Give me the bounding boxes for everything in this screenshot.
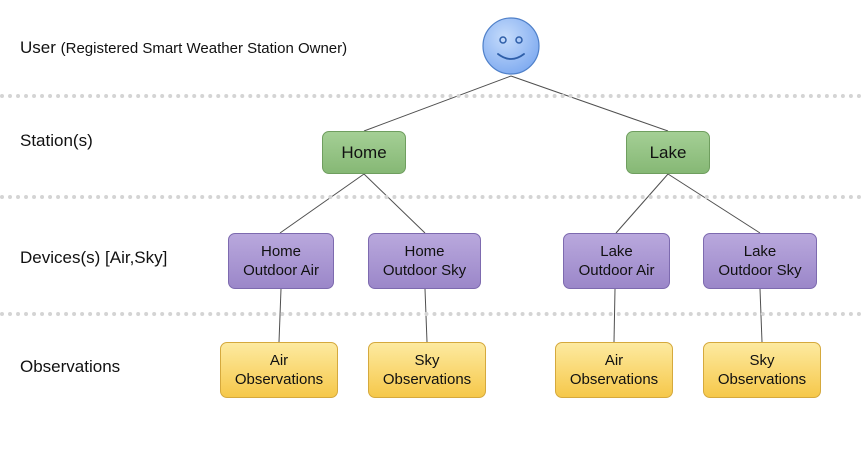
observation-label-line2: Observations <box>717 371 807 388</box>
device-label-line2: Outdoor Air <box>578 262 655 279</box>
observation-lake-sky: Sky Observations <box>703 342 821 398</box>
device-label-line2: Outdoor Sky <box>382 262 467 279</box>
row-label-user: User (Registered Smart Weather Station O… <box>20 38 347 58</box>
observation-label-line2: Observations <box>234 371 324 388</box>
edge-lake-sky <box>667 173 761 234</box>
divider-stations-devices <box>0 195 862 199</box>
device-home-outdoor-air: Home Outdoor Air <box>228 233 334 289</box>
device-label-line2: Outdoor Sky <box>718 262 802 279</box>
edge-home-air <box>279 173 365 234</box>
user-row-title: User <box>20 38 56 57</box>
device-home-outdoor-sky: Home Outdoor Sky <box>368 233 481 289</box>
row-label-devices: Devices(s) [Air,Sky] <box>20 248 168 267</box>
observation-label-line1: Sky <box>749 352 775 369</box>
edge-user-lake <box>510 75 669 132</box>
station-home-label: Home <box>341 143 387 162</box>
observation-label-line2: Observations <box>382 371 472 388</box>
station-home: Home <box>322 131 406 174</box>
edge-home-sky <box>363 173 426 234</box>
device-label-line1: Lake <box>600 243 633 260</box>
observation-label-line1: Air <box>269 352 289 369</box>
user-row-subtitle: (Registered Smart Weather Station Owner) <box>60 40 348 57</box>
observation-label-line2: Observations <box>569 371 659 388</box>
device-label-line2: Outdoor Air <box>243 262 319 279</box>
device-lake-outdoor-sky: Lake Outdoor Sky <box>703 233 817 289</box>
observation-label-line1: Sky <box>414 352 440 369</box>
edge-lake-air <box>615 173 669 234</box>
station-lake: Lake <box>626 131 710 174</box>
station-lake-label: Lake <box>649 143 687 162</box>
device-label-line1: Lake <box>743 243 777 260</box>
device-lake-outdoor-air: Lake Outdoor Air <box>563 233 670 289</box>
observation-lake-air: Air Observations <box>555 342 673 398</box>
divider-devices-observations <box>0 312 862 316</box>
smiley-face-icon <box>482 17 540 75</box>
row-label-stations: Station(s) <box>20 131 93 150</box>
divider-user-stations <box>0 94 862 98</box>
observation-home-air: Air Observations <box>220 342 338 398</box>
device-label-line1: Home <box>404 243 445 260</box>
observation-home-sky: Sky Observations <box>368 342 486 398</box>
row-label-observations: Observations <box>20 357 121 376</box>
edge-user-home <box>363 75 512 132</box>
observation-label-line1: Air <box>604 352 624 369</box>
device-label-line1: Home <box>260 243 301 260</box>
